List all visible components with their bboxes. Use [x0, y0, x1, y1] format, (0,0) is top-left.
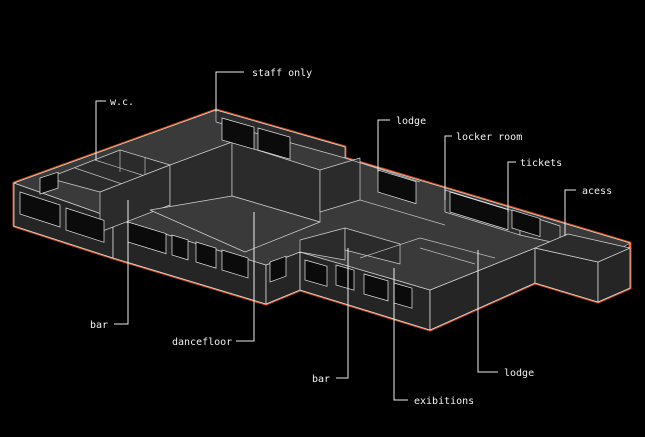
label-lodge-bottom: lodge: [504, 368, 534, 379]
leader-lines: [95, 71, 576, 401]
leader-exibitions: [393, 268, 408, 401]
label-tickets: tickets: [520, 158, 562, 169]
leader-lodge-top: [377, 119, 390, 172]
leader-bar-center: [336, 248, 349, 379]
label-exibitions: exibitions: [414, 396, 474, 407]
leader-tickets: [507, 161, 516, 212]
label-bar-left: bar: [90, 320, 108, 331]
label-locker-room: locker room: [456, 132, 522, 143]
label-staff-only: staff only: [252, 68, 312, 79]
leader-acess: [564, 189, 576, 236]
leader-bar-left: [114, 200, 129, 325]
label-acess: acess: [582, 186, 612, 197]
leader-wc: [95, 100, 106, 160]
windows: [19, 117, 541, 309]
label-bar-center: bar: [312, 374, 330, 385]
leader-staff-only: [215, 71, 244, 112]
label-lodge-top: lodge: [396, 116, 426, 127]
leader-locker-room: [444, 135, 452, 200]
leader-lodge-bottom: [477, 250, 498, 373]
room-labels: staff only w.c. lodge locker room ticket…: [90, 68, 612, 407]
leader-dancefloor: [236, 212, 255, 342]
label-dancefloor: dancefloor: [172, 337, 232, 348]
label-wc: w.c.: [110, 97, 134, 108]
